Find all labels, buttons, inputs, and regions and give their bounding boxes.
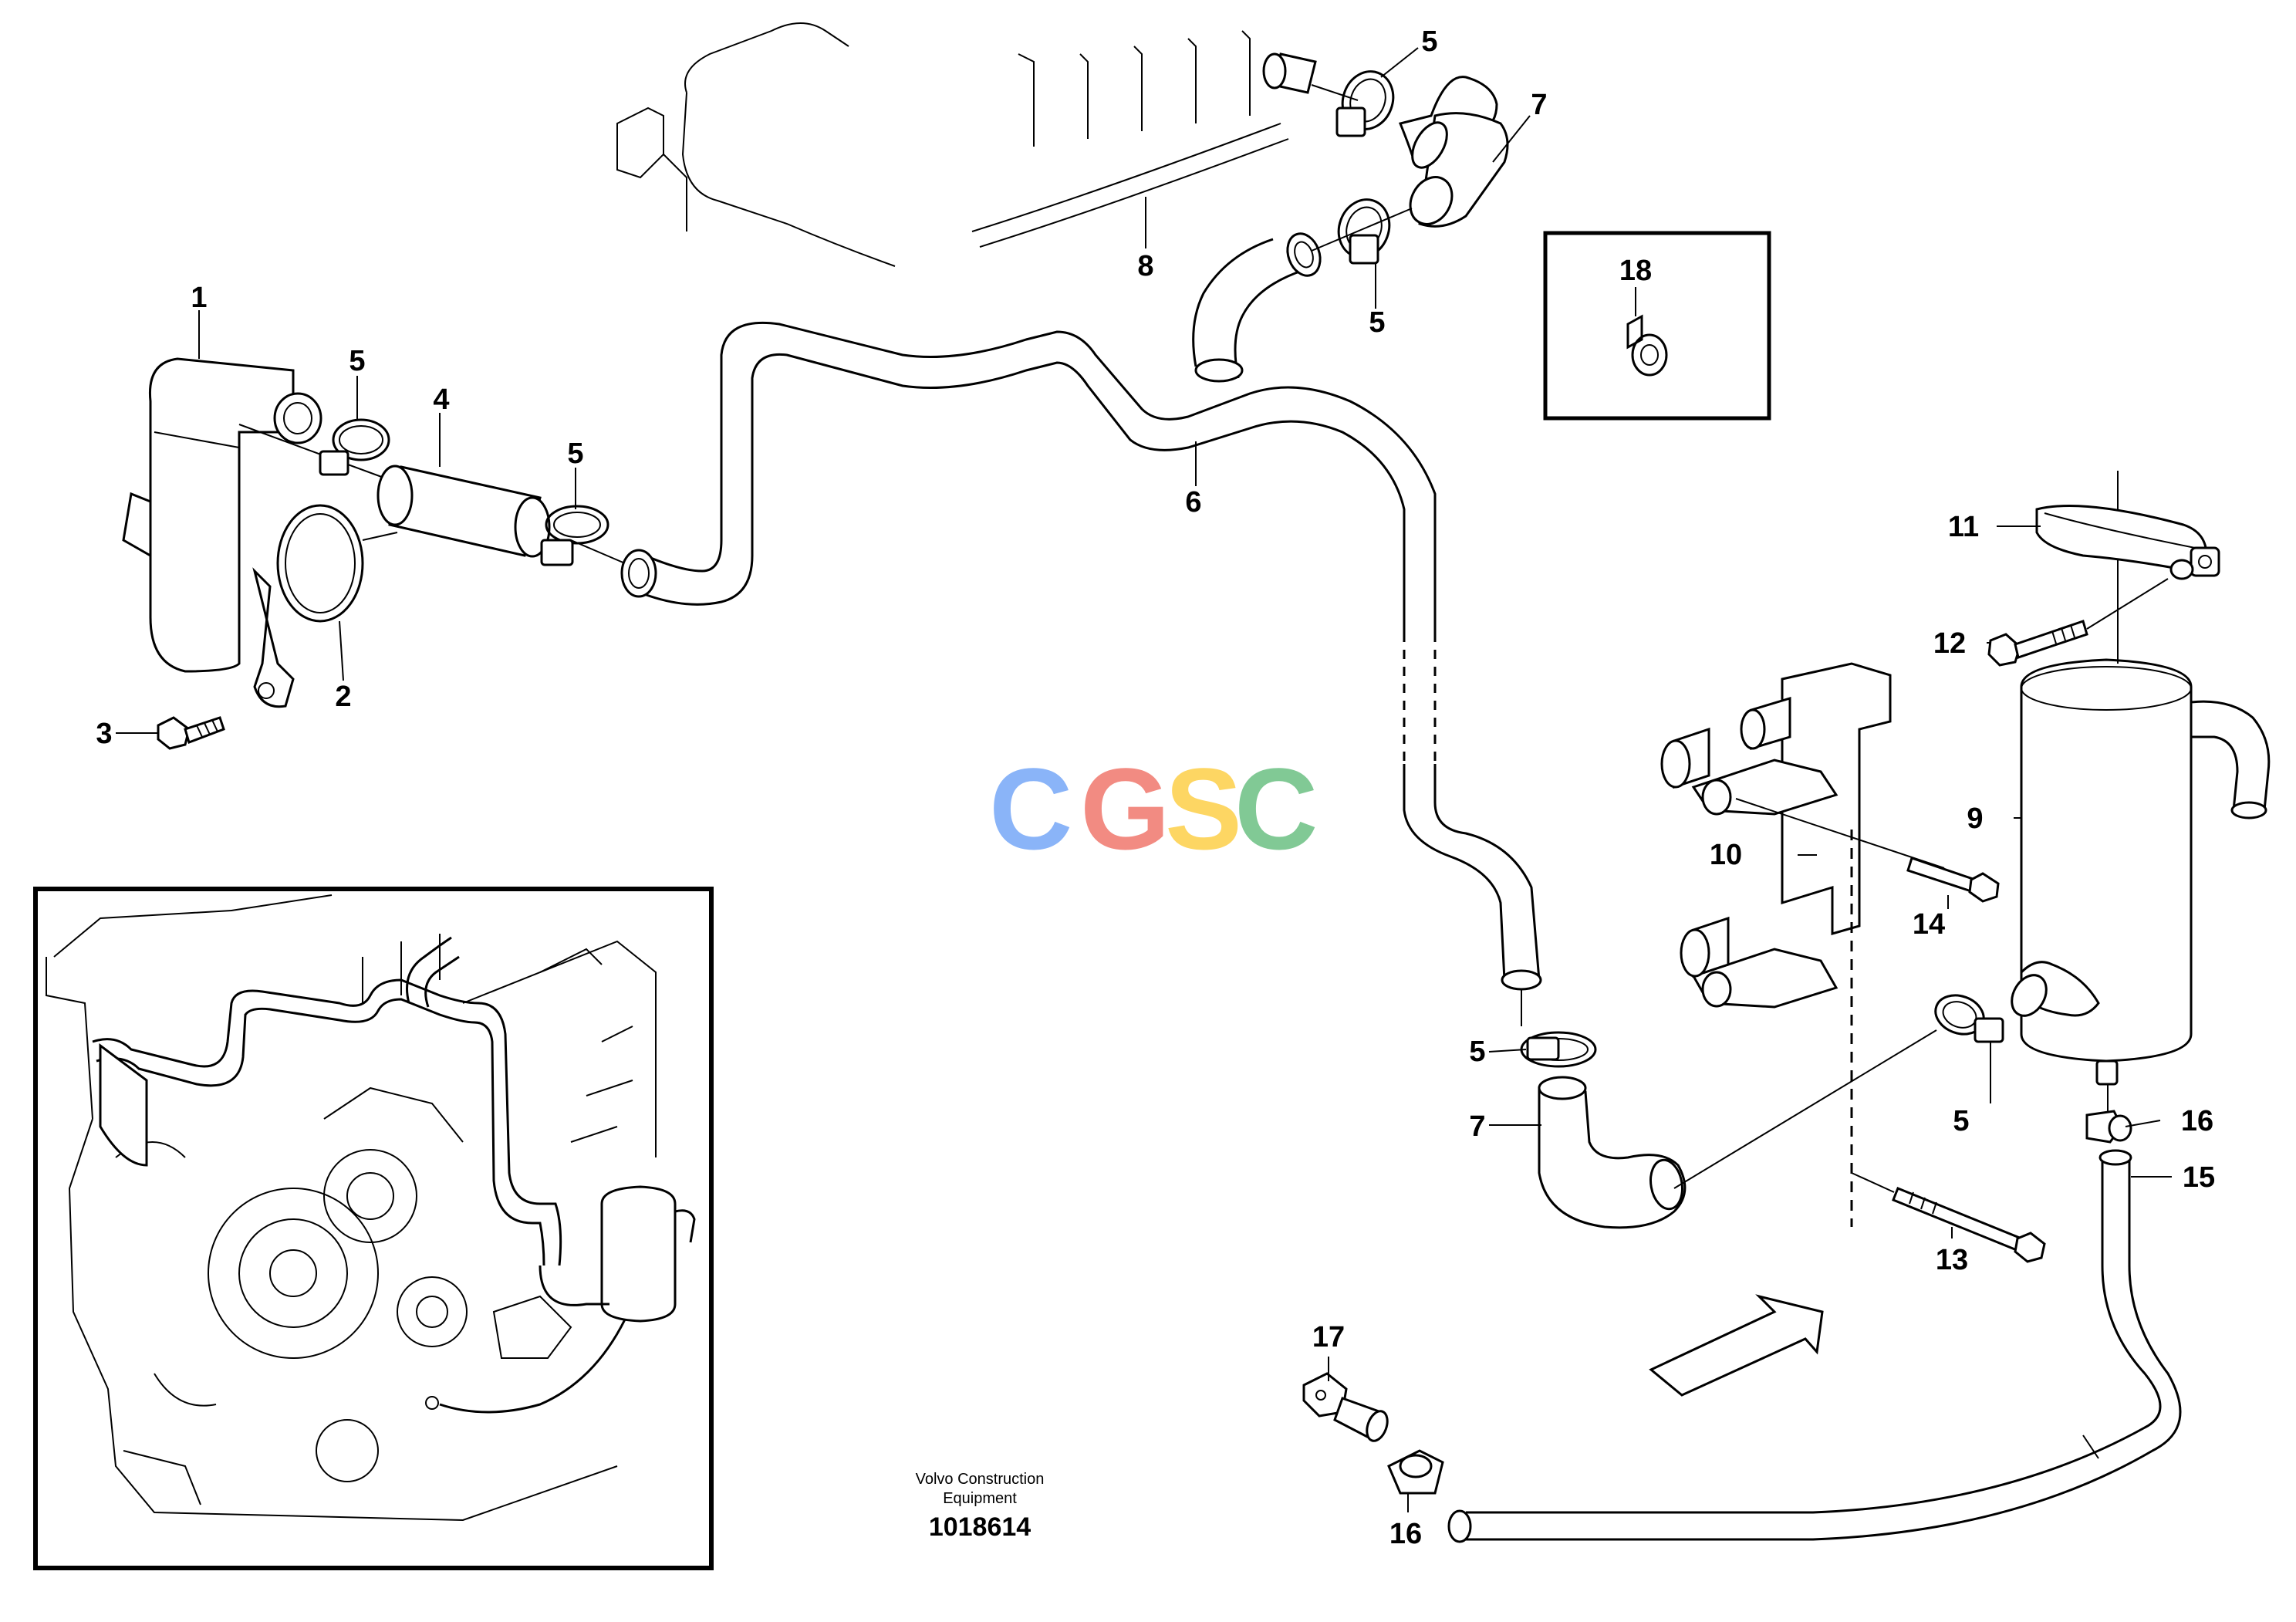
callout-18: 18 [1619, 255, 1652, 287]
bolt-14 [1906, 857, 2000, 903]
inset-overview [33, 887, 714, 1570]
callout-5: 5 [1421, 25, 1437, 58]
callout-5: 5 [567, 438, 583, 470]
callout-5: 5 [1369, 306, 1385, 339]
oil-trap-canister [2011, 471, 2271, 1086]
watermark-letter: S [1165, 744, 1242, 874]
drawing-number: 1018614 [929, 1512, 1031, 1542]
oil-separator-housing [122, 357, 387, 708]
hose-6 [620, 321, 1542, 1026]
leader-lines [116, 47, 2172, 1512]
credit-line-2: Equipment [943, 1490, 1017, 1507]
watermark-logo: C G S C [989, 744, 1318, 874]
elbow-hose-7-lower [1538, 1076, 1687, 1229]
callout-labels: 1 2 3 4 5 5 5 5 5 5 6 7 7 8 9 10 11 12 1… [96, 25, 2215, 1550]
fitting-16-upper [2085, 1084, 2132, 1144]
callout-12: 12 [1933, 627, 1966, 660]
o-ring [276, 504, 398, 623]
callout-5: 5 [1953, 1105, 1969, 1137]
watermark-letter: C [1234, 744, 1318, 874]
fitting-16-lower [1387, 1449, 1444, 1495]
watermark-letter: C [989, 744, 1072, 874]
callout-2: 2 [335, 681, 351, 713]
callout-6: 6 [1185, 486, 1201, 519]
callout-15: 15 [2183, 1161, 2215, 1194]
bracket-10 [1660, 662, 1945, 1227]
callout-7: 7 [1469, 1110, 1485, 1143]
callout-3: 3 [96, 718, 112, 750]
callout-16: 16 [1389, 1518, 1422, 1550]
callout-7: 7 [1531, 89, 1547, 121]
bolt-13 [1851, 1172, 2046, 1263]
direction-arrow [1649, 1294, 1824, 1397]
drain-hose-15 [1447, 1149, 2182, 1543]
callout-11: 11 [1948, 511, 1979, 543]
hose-branch-upper [1192, 232, 1322, 383]
clamp-5-left [319, 418, 390, 476]
callout-14: 14 [1913, 908, 1945, 941]
callout-10: 10 [1710, 839, 1742, 871]
hose-4 [376, 465, 551, 558]
credit-line-1: Volvo Construction [916, 1471, 1045, 1488]
callout-5: 5 [349, 345, 365, 377]
callout-5: 5 [1469, 1036, 1485, 1068]
callout-17: 17 [1312, 1321, 1345, 1353]
elbow-hose-7-top [1398, 76, 1509, 228]
callout-1: 1 [191, 282, 207, 314]
watermark-letter: G [1080, 744, 1170, 874]
clamp-5-top-a [1335, 70, 1395, 137]
bolt-12 [1987, 578, 2169, 667]
drawing-credit: Volvo Construction Equipment 1018614 [916, 1471, 1045, 1542]
engine-outline [616, 22, 1289, 267]
callout-4: 4 [433, 384, 449, 416]
callout-8: 8 [1137, 250, 1153, 282]
fitting-17 [1302, 1372, 1389, 1442]
engine-nipple [1262, 52, 1317, 94]
clamp-5-top-b [1337, 198, 1391, 265]
callout-13: 13 [1936, 1244, 1968, 1276]
detail-box-18 [1543, 231, 1771, 421]
callout-9: 9 [1967, 803, 1983, 835]
clamp-5-canister [1934, 994, 2004, 1043]
bolt-3 [157, 716, 225, 750]
clamp-5-lower [1520, 1031, 1597, 1068]
strap-11 [2035, 505, 2220, 580]
clamp-5-mid [540, 505, 609, 566]
callout-16: 16 [2181, 1105, 2213, 1137]
